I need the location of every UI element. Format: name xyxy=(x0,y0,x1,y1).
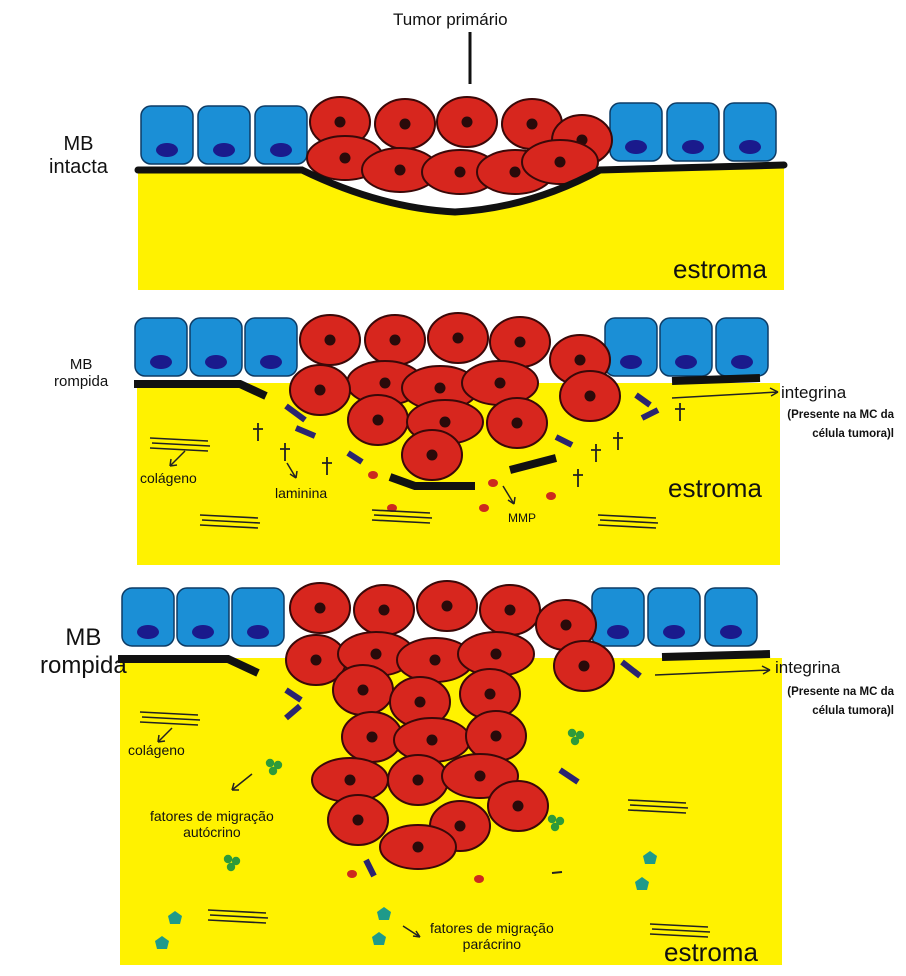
epithelium-left xyxy=(122,588,284,646)
mb-label-line2: intacta xyxy=(49,156,108,179)
mb-label-line2: rompida xyxy=(54,373,108,390)
panel-ruptured-membrane xyxy=(134,313,780,565)
mb-label-line2: rompida xyxy=(40,652,127,680)
autocrine-factors-label: fatores de migração autócrino xyxy=(150,808,274,840)
stroma-label: estroma xyxy=(673,255,767,285)
integrin-note: (Presente na MC da célula tumora)l xyxy=(787,686,894,718)
integrin-label: integrina xyxy=(781,383,846,403)
epithelium-right xyxy=(592,588,757,646)
panel-intact-membrane xyxy=(138,32,784,290)
paracrine-factors-label: fatores de migração parácrino xyxy=(430,920,554,952)
mb-intact-label: MB intacta xyxy=(49,133,108,179)
paracrine-line1: fatores de migração xyxy=(430,920,554,936)
stroma-label: estroma xyxy=(664,938,758,968)
epithelium-right xyxy=(610,103,776,161)
integrin-note-line1: (Presente na MC da xyxy=(787,409,894,422)
mb-label-line1: MB xyxy=(40,624,127,652)
epithelium-left xyxy=(141,106,307,164)
tumor-primary-mass xyxy=(307,97,612,194)
laminin-label: laminina xyxy=(275,485,327,501)
autocrine-line1: fatores de migração xyxy=(150,808,274,824)
integrin-label: integrina xyxy=(775,658,840,678)
diagram-title: Tumor primário xyxy=(393,10,508,30)
mb-label-line1: MB xyxy=(49,133,108,156)
stroma-label: estroma xyxy=(668,474,762,504)
collagen-label: colágeno xyxy=(128,742,185,758)
integrin-note-line2: célula tumora)l xyxy=(787,705,894,718)
mb-label-line1: MB xyxy=(54,356,108,373)
mmp-label: MMP xyxy=(508,512,536,526)
autocrine-line2: autócrino xyxy=(150,824,274,840)
integrin-note: (Presente na MC da célula tumora)l xyxy=(787,409,894,441)
laminin-fragment xyxy=(552,872,562,873)
epithelium-right xyxy=(605,318,768,376)
integrin-note-line2: célula tumora)l xyxy=(787,428,894,441)
mb-ruptured-label: MB rompida xyxy=(54,356,108,391)
panel-invasion-migration xyxy=(118,581,782,965)
mb-ruptured-label: MB rompida xyxy=(40,624,127,679)
paracrine-line2: parácrino xyxy=(430,936,554,952)
integrin-note-line1: (Presente na MC da xyxy=(787,686,894,699)
collagen-label: colágeno xyxy=(140,470,197,486)
epithelium-left xyxy=(135,318,297,376)
